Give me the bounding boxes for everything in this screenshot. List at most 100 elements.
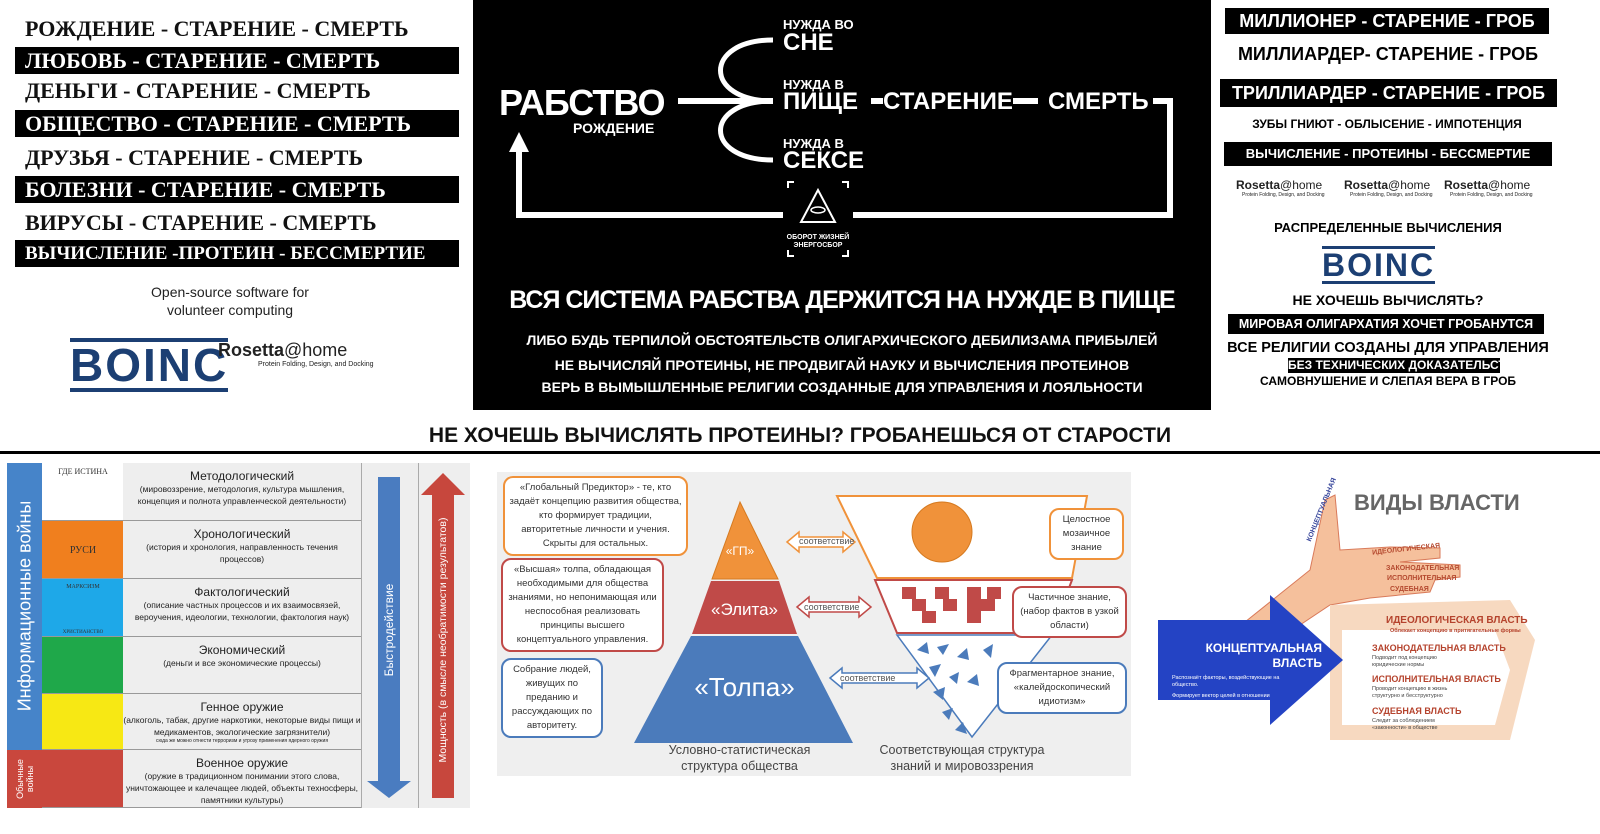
elite-label: «Элита» (710, 600, 779, 619)
arrows (367, 473, 465, 798)
war-type-row: Военное оружие(оружие в традиционном пон… (123, 750, 361, 808)
war-type-desc: (описание частных процессов и их взаимос… (134, 600, 350, 622)
cycle-diagram (509, 37, 1173, 257)
war-type-title: Хронологический (193, 527, 291, 541)
arrow-up-icon (421, 473, 465, 798)
slavery-label: РАБСТВО (499, 82, 665, 123)
hand-icon (1158, 494, 1535, 740)
oligarchy-label: МИРОВАЯ ОЛИГАРХАТИЯ ХОЧЕТ ГРОБАНУТСЯ (1228, 314, 1544, 334)
war-type-row: Методологический(мировоззрение, методоло… (123, 463, 361, 521)
aging-label: СТАРЕНИЕ (883, 88, 1013, 115)
match-label: соответствие (840, 673, 896, 683)
war-type-title: Фактологический (194, 585, 290, 599)
regular-wars-band (7, 750, 42, 808)
slogan-row: МИЛЛИАРДЕР- СТАРЕНИЕ - ГРОБ (1237, 44, 1539, 64)
pyramid-svg (634, 495, 1089, 743)
jud-desc: Следит за соблюдением «законности» в общ… (1372, 718, 1438, 731)
crowd-label: «Толпа» (694, 672, 795, 702)
regular-wars-label: Обычные войны (15, 759, 35, 799)
war-type-row: Экономический(деньги и все экономические… (123, 637, 361, 694)
info-wars-label: Информационные войны (14, 500, 35, 712)
eye-triangle-icon (787, 181, 849, 257)
war-type-desc: (алкоголь, табак, другие наркотики, неко… (123, 715, 361, 737)
caption-right: Соответствующая структура знаний и миров… (879, 743, 1045, 773)
icon-caption: МАРКСИЗМ (66, 584, 100, 590)
match-label: соответствие (799, 536, 855, 546)
slogan-row: БОЛЕЗНИ - СТАРЕНИЕ - СМЕРТЬ (15, 176, 459, 203)
slogan-row: МИЛЛИОНЕР - СТАРЕНИЕ - ГРОБ (1225, 8, 1549, 34)
crowd-bubble: Собрание людей, живущих по преданию и ра… (501, 658, 603, 738)
slogan-row: ЗУБЫ ГНИЮТ - ОБЛЫСЕНИЕ - ИМПОТЕНЦИЯ (1252, 117, 1522, 131)
elite-bubble: «Высшая» толпа, обладающая необходимыми … (501, 558, 664, 652)
need-label: НУЖДА В (783, 136, 844, 151)
slogan-row: ЛЮБОВЬ - СТАРЕНИЕ - СМЕРТЬ (15, 47, 459, 74)
war-type-row: Генное оружие(алкоголь, табак, другие на… (123, 694, 361, 750)
war-type-icon (42, 521, 123, 579)
boinc-logo: BOINC (70, 338, 229, 392)
leg-desc: Подводит под концепцию юридические нормы (1372, 655, 1437, 668)
slogan-row: ВЫЧИСЛЕНИЕ -ПРОТЕИН - БЕССМЕРТИЕ (15, 240, 459, 267)
war-type-row: Фактологический(описание частных процесс… (123, 579, 361, 637)
center-line: ЛИБО БУДЬ ТЕРПИЛОЙ ОБСТОЯТЕЛЬСТВ ОЛИГАРХ… (526, 332, 1158, 348)
war-type-desc: (деньги и все экономические процессы) (163, 658, 321, 668)
jud-title: СУДЕБНАЯ ВЛАСТЬ (1372, 706, 1462, 716)
pyramid-crowd (634, 636, 853, 743)
exec-title: ИСПОЛНИТЕЛЬНАЯ ВЛАСТЬ (1372, 674, 1501, 684)
need-food: ПИЩЕ (783, 88, 858, 115)
gp-bubble: «Глобальный Предиктор» - те, кто задаёт … (503, 476, 688, 556)
pyramid-elite (692, 581, 797, 634)
war-type-title: Генное оружие (200, 700, 284, 714)
main-title: НЕ ХОЧЕШЬ ВЫЧИСЛЯТЬ ПРОТЕИНЫ? ГРОБАНЕШЬС… (428, 424, 1172, 447)
match-label: соответствие (804, 602, 860, 612)
need-sleep: СНЕ (783, 29, 834, 56)
exec-desc: Проводит концепцию в жизнь структурно и … (1372, 686, 1448, 699)
dont-want-label: НЕ ХОЧЕШЬ ВЫЧИСЛЯТЬ? (1292, 292, 1484, 308)
war-type-icon (42, 750, 123, 808)
power-label: Мощность (в смысле необратимости результ… (437, 517, 449, 763)
war-type-desc: (мировоззрение, методология, культура мы… (137, 484, 347, 506)
center-panel: РАБСТВО РОЖДЕНИЕ НУЖДА ВО СНЕ НУЖДА В ПИ… (473, 0, 1211, 410)
tagline: Open-source software for (151, 284, 309, 300)
headline: ВСЯ СИСТЕМА РАБСТВА ДЕРЖИТСЯ НА НУЖДЕ В … (509, 286, 1175, 314)
icon-caption: ХРИСТИАНСТВО (62, 630, 104, 635)
war-type-icon (42, 579, 123, 637)
gp-label: «ГП» (725, 544, 755, 558)
ideo-title: ИДЕОЛОГИЧЕСКАЯ ВЛАСТЬ (1386, 615, 1528, 626)
war-type-icon (42, 637, 123, 694)
slogan-row: РОЖДЕНИЕ - СТАРЕНИЕ - СМЕРТЬ (25, 16, 409, 41)
leg-title: ЗАКОНОДАТЕЛЬНАЯ ВЛАСТЬ (1372, 643, 1506, 653)
partial-bubble: Частичное знание, (набор фактов в узкой … (1012, 586, 1127, 638)
finger-label: ИСПОЛНИТЕЛЬНАЯ (1387, 575, 1457, 582)
distributed-label: РАСПРЕДЕЛЕННЫЕ ВЫЧИСЛЕНИЯ (1274, 220, 1502, 235)
death-label: СМЕРТЬ (1048, 88, 1149, 115)
war-type-row: Хронологический(история и хронология, на… (123, 521, 361, 579)
tagline: volunteer computing (166, 302, 294, 318)
ideo-desc: Облекает концепцию в притягательные форм… (1390, 628, 1521, 634)
center-line: НЕ ВЫЧИСЛЯЙ ПРОТЕИНЫ, НЕ ПРОДВИГАЙ НАУКУ… (554, 357, 1130, 373)
concept-desc: Распознаёт факторы, воздействующие на об… (1172, 675, 1280, 724)
info-wars-band (7, 463, 42, 750)
fragment-bubble: Фрагментарное знание, «калейдоскопически… (997, 662, 1127, 714)
war-type-desc: (оружие в традиционном понимании этого с… (125, 771, 359, 805)
pyramid-gp (711, 500, 779, 580)
speed-label: Быстродействие (382, 583, 396, 677)
slogan-row: ДРУЗЬЯ - СТАРЕНИЕ - СМЕРТЬ (25, 145, 364, 170)
need-sex: СЕКСЕ (783, 147, 865, 174)
no-proof-label: БЕЗ ТЕХНИЧЕСКИХ ДОКАЗАТЕЛЬСТВ (1288, 358, 1515, 373)
arrow-down-icon (367, 477, 411, 798)
icon-caption: ГДЕ ИСТИНА (58, 467, 108, 476)
birth-label: РОЖДЕНИЕ (573, 120, 655, 136)
arrow-up-icon (509, 132, 529, 152)
icon-caption: РУСИ (69, 545, 97, 556)
center-line: ВЕРЬ В ВЫМЫШЛЕННЫЕ РЕЛИГИИ СОЗДАННЫЕ ДЛЯ… (541, 379, 1143, 395)
war-type-icon (42, 463, 123, 521)
war-type-desc: (история и хронология, направленность те… (146, 542, 338, 564)
caption-left: Условно-статистическая структура обществ… (668, 743, 811, 773)
war-type-title: Методологический (189, 469, 295, 483)
war-type-icon (42, 694, 123, 750)
